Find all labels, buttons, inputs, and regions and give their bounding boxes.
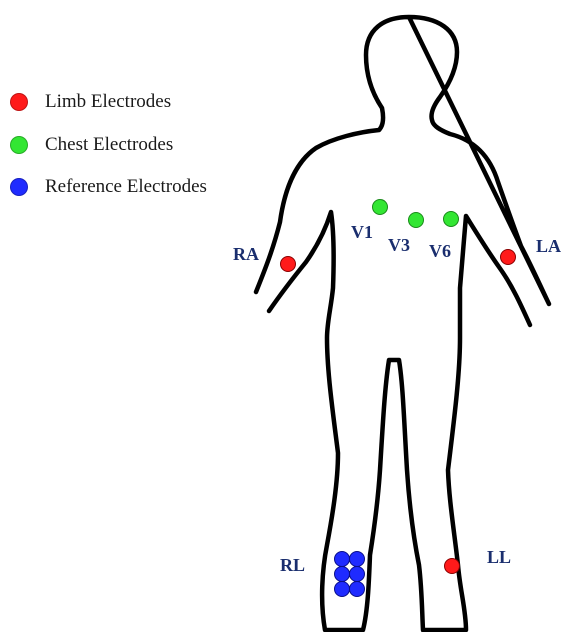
lead-label-rl: RL: [280, 555, 305, 576]
lead-label-v1: V1: [351, 222, 373, 243]
limb-dot-icon: [10, 93, 28, 111]
lead-label-v6: V6: [429, 241, 451, 262]
electrode-ll: [445, 559, 460, 574]
lead-label-ll: LL: [487, 547, 511, 568]
lead-label-ra: RA: [233, 244, 259, 265]
electrode-v6: [444, 212, 459, 227]
electrode-rl: [350, 582, 365, 597]
electrode-v3: [409, 213, 424, 228]
chest-dot-icon: [10, 136, 28, 154]
legend-label-reference: Reference Electrodes: [45, 176, 207, 198]
body-outline: [256, 17, 549, 630]
lead-label-v3: V3: [388, 235, 410, 256]
lead-label-la: LA: [536, 236, 561, 257]
electrode-la: [501, 250, 516, 265]
electrode-rl: [350, 567, 365, 582]
electrode-rl: [350, 552, 365, 567]
electrode-ra: [281, 257, 296, 272]
electrode-rl: [335, 582, 350, 597]
electrode-rl: [335, 552, 350, 567]
electrode-rl-cluster: [335, 552, 365, 597]
reference-dot-icon: [10, 178, 28, 196]
legend-label-chest: Chest Electrodes: [45, 134, 173, 156]
electrode-v1: [373, 200, 388, 215]
legend-label-limb: Limb Electrodes: [45, 91, 171, 113]
electrode-rl: [335, 567, 350, 582]
legend-item-chest: Chest Electrodes: [10, 133, 173, 157]
legend-item-limb: Limb Electrodes: [10, 90, 171, 114]
legend-item-reference: Reference Electrodes: [10, 175, 207, 199]
